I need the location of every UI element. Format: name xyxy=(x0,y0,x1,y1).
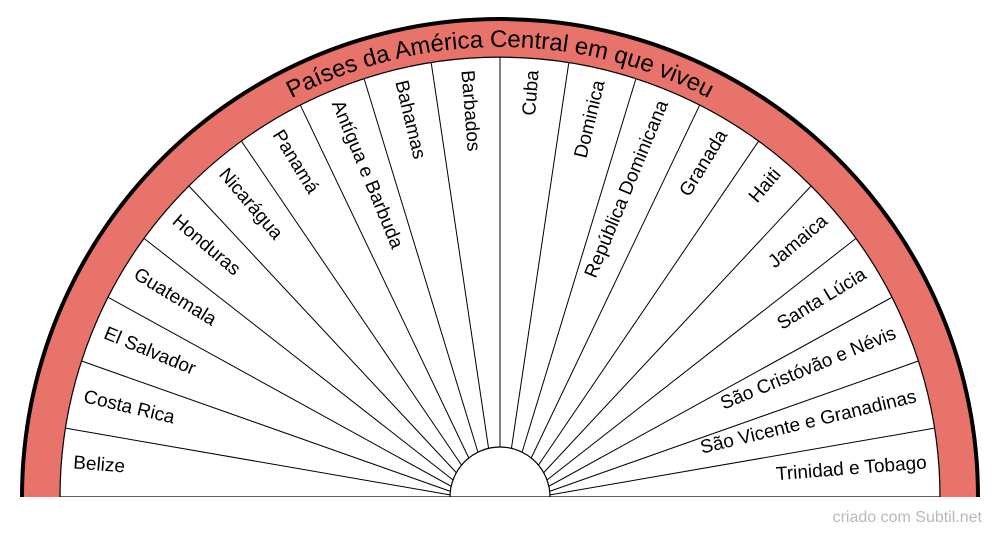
divider-line xyxy=(188,185,480,498)
divider-line xyxy=(507,78,637,498)
divider-line xyxy=(65,427,463,498)
divider-line xyxy=(520,185,812,498)
segment-label: Cuba xyxy=(519,69,544,116)
credit-text: criado com Subtil.net xyxy=(832,509,982,526)
divider-line xyxy=(430,62,497,498)
divider-line xyxy=(299,104,488,498)
divider-line xyxy=(81,360,467,498)
segment-label: Belize xyxy=(73,452,126,477)
divider-line xyxy=(240,140,484,498)
divider-line xyxy=(524,237,857,498)
baseline-cover xyxy=(0,497,1000,540)
divider-line xyxy=(107,296,471,498)
divider-line xyxy=(529,296,893,498)
divider-line xyxy=(512,104,701,498)
divider-line xyxy=(363,78,493,498)
divider-line xyxy=(537,427,935,498)
divider-line xyxy=(516,140,760,498)
divider-line xyxy=(533,360,919,498)
divider-line xyxy=(503,62,570,498)
divider-line xyxy=(143,237,476,498)
center-hub xyxy=(449,446,551,498)
